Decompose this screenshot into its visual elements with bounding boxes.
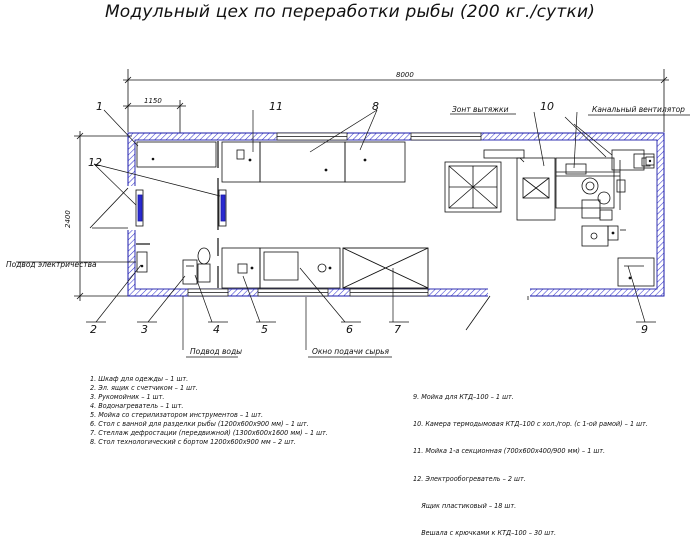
callout-8: 8 <box>372 100 379 113</box>
dimension-1150-label: 1150 <box>144 97 162 105</box>
water-heater <box>197 247 211 283</box>
callout-10: 10 <box>540 100 554 113</box>
electric-box <box>136 251 148 273</box>
legend-item: 5. Мойка со стерилизатором инструментов … <box>90 410 264 420</box>
callout-12: 12 <box>88 156 102 169</box>
building-walls <box>127 132 665 297</box>
callout-9: 9 <box>641 323 648 336</box>
legend-item: 8. Стол технологический с бортом 1200х60… <box>90 437 296 447</box>
legend-item: 3. Рукомойник – 1 шт. <box>90 392 165 402</box>
dimension-1150 <box>123 100 186 133</box>
legend-item: 4. Водонагреватель – 1 шт. <box>90 401 184 411</box>
loading-door <box>465 288 530 331</box>
dimension-2400-label: 2400 <box>64 210 72 228</box>
legend-left: 1. Шкаф для одежды – 1 шт. 2. Эл. ящик с… <box>90 374 328 446</box>
callout-3: 3 <box>141 323 148 336</box>
callout-4: 4 <box>213 323 220 336</box>
water-supply-label: Подвод воды <box>190 347 242 356</box>
fish-cutting-table <box>259 247 341 289</box>
dimension-8000-label: 8000 <box>396 71 414 79</box>
entrance-door <box>89 186 136 230</box>
interior-partitions <box>136 141 219 288</box>
dimension-2400 <box>74 131 132 301</box>
callout-2: 2 <box>90 323 97 336</box>
callout-leaders <box>16 109 646 350</box>
legend-item: 10. Камера термодымовая КТД–100 с хол./г… <box>413 419 648 429</box>
callout-1: 1 <box>96 100 103 113</box>
duct-fan-label: Канальный вентилятор <box>592 105 685 114</box>
legend-item: 2. Эл. ящик с счетчиком – 1 шт. <box>90 383 198 393</box>
legend-right: 9. Мойка для КТД–100 – 1 шт. 10. Камера … <box>413 374 648 546</box>
raw-window-label: Окно подачи сырья <box>312 347 389 356</box>
callout-6: 6 <box>346 323 353 336</box>
defrost-rack <box>342 247 429 289</box>
windows-bottom <box>187 288 429 297</box>
legend-item: 6. Стол с ванной для разделки рыбы (1200… <box>90 419 309 429</box>
smoking-chamber <box>444 157 626 221</box>
legend-item: Вешала с крючками к КТД–100 – 30 шт. <box>413 527 557 537</box>
heater-icon <box>135 189 227 227</box>
legend-item: 1. Шкаф для одежды – 1 шт. <box>90 374 189 383</box>
chamber-utility <box>581 225 626 247</box>
drawing-title: Модульный цех по переработки рыбы (200 к… <box>104 2 596 22</box>
floor-plan-diagram: 8000 1150 2400 <box>6 69 690 358</box>
callout-7: 7 <box>394 323 401 336</box>
exhaust-hood-label: Зонт вытяжки <box>452 105 509 114</box>
legend-item: 7. Стеллаж дефростации (передвижной) (13… <box>90 428 328 438</box>
ktd-sink <box>617 257 655 287</box>
legend-item: 12. Электрообогреватель – 2 шт. <box>413 473 526 483</box>
legend-item: 9. Мойка для КТД–100 – 1 шт. <box>413 392 514 402</box>
callout-5: 5 <box>261 323 268 336</box>
tech-tables <box>259 141 406 183</box>
clothes-wardrobe <box>136 141 217 168</box>
legend-item: 11. Мойка 1-а секционная (700х600х400/90… <box>413 446 606 456</box>
legend-item: Ящик пластиковый – 18 шт. <box>413 500 517 510</box>
callout-numbers: 1 11 8 10 12 2 3 4 5 6 7 9 <box>88 100 648 336</box>
callout-11: 11 <box>269 100 283 113</box>
duct-fan-icon <box>645 156 655 166</box>
hand-basin <box>182 259 198 285</box>
windows-top <box>276 132 482 141</box>
power-supply-label: Подвод электричества <box>6 260 97 269</box>
dimension-8000 <box>123 69 669 132</box>
